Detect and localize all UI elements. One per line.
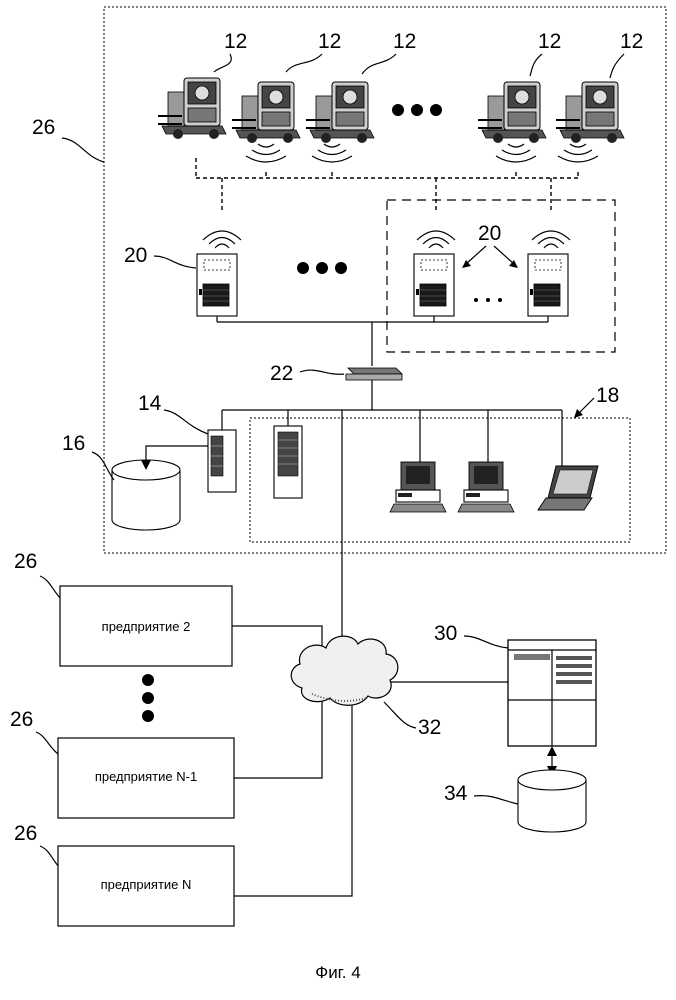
vehicle-ref-4: 12 (538, 30, 561, 53)
access-points-arrows (462, 246, 518, 268)
vehicle-2 (232, 82, 300, 143)
enterprise-n-label: предприятие N (101, 877, 192, 892)
switch-ref: 22 (270, 362, 293, 385)
enterprise-n-leader (40, 846, 60, 868)
network-leader (384, 702, 416, 728)
vehicle-wave-icon (496, 144, 536, 162)
access-point-3 (528, 254, 568, 316)
workstations-arrow (574, 398, 594, 418)
vehicle-wave-icon (312, 144, 352, 162)
remote-database (518, 770, 586, 832)
enterprise-n-ref: 26 (14, 822, 37, 845)
workstation-laptop (538, 466, 598, 510)
database-leader (92, 452, 114, 480)
access-point-ref: 20 (124, 244, 147, 267)
enterprise-leader (62, 138, 104, 162)
vehicle-wave-icon (558, 144, 598, 162)
network-ref: 32 (418, 716, 441, 739)
enterprise-ref: 26 (32, 116, 55, 139)
vehicle-ref-3: 12 (393, 30, 416, 53)
workstations-ref: 18 (596, 384, 619, 407)
access-points-group-ref: 20 (478, 222, 501, 245)
access-point-leader (154, 256, 196, 268)
ap-wave-icon (203, 231, 241, 248)
vehicle-3 (306, 82, 374, 143)
access-point-1 (197, 254, 237, 316)
workstation-desktop-1 (390, 462, 446, 512)
server-ref: 14 (138, 392, 162, 415)
access-point-2 (414, 254, 454, 316)
enterprise-n1-label: предприятие N-1 (95, 769, 197, 784)
database-ref: 16 (62, 432, 85, 455)
enterprise-2-label: предприятие 2 (102, 619, 191, 634)
ap-bus (217, 316, 548, 366)
switch-leader (300, 370, 344, 374)
access-points-ellipsis-icon (297, 262, 502, 302)
remote-database-leader (474, 796, 518, 804)
enterprises-ellipsis-icon (142, 674, 154, 722)
remote-server-ref: 30 (434, 622, 457, 645)
remote-server-leader (464, 636, 508, 648)
vehicle-ref-5: 12 (620, 30, 643, 53)
ap-wave-icon (417, 231, 455, 248)
vehicle-ref-1: 12 (224, 30, 247, 53)
vehicle-wave-icon (246, 144, 286, 162)
remote-server (508, 640, 596, 746)
server-leader (164, 410, 208, 434)
network-cloud-icon (291, 636, 398, 705)
vehicle-labels: 12 12 12 12 12 (214, 30, 643, 78)
workstation-desktop-2 (458, 462, 514, 512)
vehicles-ellipsis-icon (392, 104, 442, 116)
vehicle-5 (556, 82, 624, 143)
vehicle-1 (158, 78, 226, 139)
enterprise-n1-leader (36, 732, 58, 754)
network-switch (346, 368, 402, 380)
enterprise-n1-ref: 26 (10, 708, 33, 731)
figure-caption: Фиг. 4 (315, 963, 360, 982)
enterprise-2-leader (40, 576, 62, 600)
remote-database-ref: 34 (444, 782, 468, 805)
vehicle-ref-2: 12 (318, 30, 341, 53)
database (112, 460, 180, 530)
workstation-tower (274, 426, 302, 498)
ap-wave-icon (532, 231, 570, 248)
vehicle-4 (478, 82, 546, 143)
server (208, 430, 236, 492)
enterprise-2-ref: 26 (14, 550, 37, 573)
